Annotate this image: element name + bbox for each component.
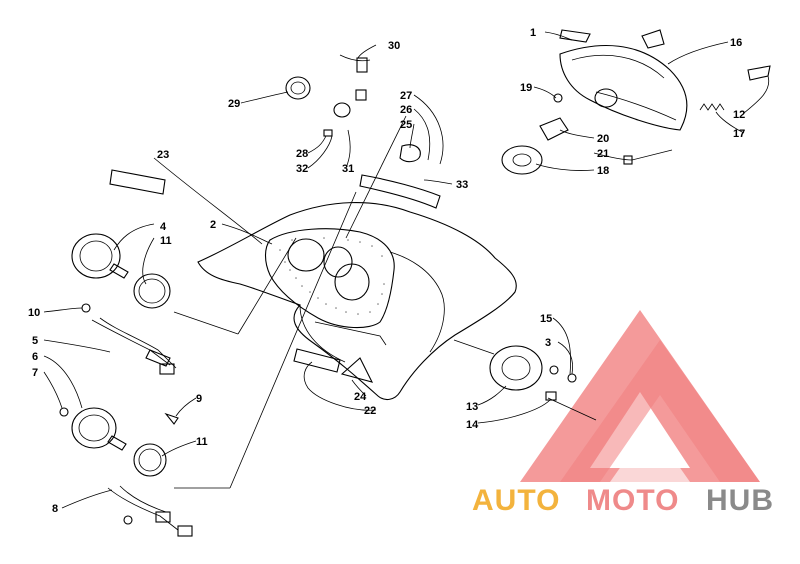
callout-26: 26 xyxy=(400,104,412,116)
handlebar-switch-13 xyxy=(453,339,543,391)
callout-5: 5 xyxy=(32,335,38,347)
gauge-lower xyxy=(71,407,127,451)
nut-10 xyxy=(81,303,91,313)
callout-13: 13 xyxy=(466,401,478,413)
callout-7: 7 xyxy=(32,367,38,379)
wire-harness-5 xyxy=(91,317,177,375)
callout-11-upper: 11 xyxy=(160,235,172,247)
callout-25: 25 xyxy=(400,119,412,131)
bezel-ring-lower xyxy=(133,443,167,477)
headlight-assembly xyxy=(501,29,771,175)
callout-22: 22 xyxy=(364,405,376,417)
callout-32: 32 xyxy=(296,163,308,175)
callout-20: 20 xyxy=(597,133,609,145)
callout-14: 14 xyxy=(466,419,479,431)
watermark-moto: MOTO xyxy=(586,484,679,517)
top-center-assembly xyxy=(285,54,421,163)
callout-11-lower: 11 xyxy=(196,436,208,448)
clip-9 xyxy=(164,412,179,425)
callout-27: 27 xyxy=(400,90,412,102)
washer-3 xyxy=(549,365,559,375)
callout-21: 21 xyxy=(597,148,609,160)
callout-4: 4 xyxy=(160,221,167,233)
callout-33: 33 xyxy=(456,179,468,191)
callout-1: 1 xyxy=(530,27,536,39)
callout-23: 23 xyxy=(157,149,169,161)
watermark-text: AUTO MOTO HUB xyxy=(472,484,774,517)
leader-lines xyxy=(43,31,770,509)
callout-28: 28 xyxy=(296,148,308,160)
callout-24: 24 xyxy=(354,391,367,403)
nut-15 xyxy=(567,373,577,383)
callout-17: 17 xyxy=(733,128,745,140)
watermark-logo-mark xyxy=(520,310,760,482)
callout-6: 6 xyxy=(32,351,38,363)
bezel-ring-upper xyxy=(133,273,171,309)
callout-15: 15 xyxy=(540,313,552,325)
watermark-auto: AUTO xyxy=(472,484,560,517)
sensor-14 xyxy=(545,391,597,421)
callout-31: 31 xyxy=(342,163,354,175)
callout-3: 3 xyxy=(545,337,551,349)
callout-29: 29 xyxy=(228,98,240,110)
hood-console xyxy=(109,169,517,401)
gauge-upper xyxy=(71,233,129,279)
callout-30: 30 xyxy=(388,40,400,52)
callout-19: 19 xyxy=(520,82,532,94)
callout-2: 2 xyxy=(210,219,216,231)
callout-labels: 1 2 3 4 5 6 7 8 9 10 11 11 12 13 14 15 1… xyxy=(28,27,745,515)
screw-7 xyxy=(59,407,69,417)
callout-10: 10 xyxy=(28,307,40,319)
callout-9: 9 xyxy=(196,393,202,405)
callout-18: 18 xyxy=(597,165,609,177)
callout-12: 12 xyxy=(733,109,745,121)
watermark-hub: HUB xyxy=(706,484,774,517)
callout-8: 8 xyxy=(52,503,58,515)
wire-harness-8 xyxy=(107,485,193,537)
callout-16: 16 xyxy=(730,37,742,49)
